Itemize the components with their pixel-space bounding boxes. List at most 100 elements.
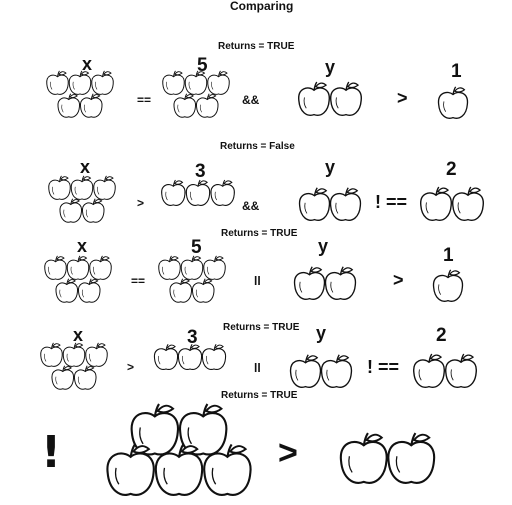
apple-icon: [207, 70, 230, 95]
row3-returns: Returns = TRUE: [221, 228, 298, 239]
row2-apples-3: [161, 179, 235, 206]
row3-op-or: ll: [254, 274, 261, 288]
row3-num-right: 1: [443, 245, 454, 266]
apple-icon: [57, 93, 80, 118]
apple-icon: [192, 278, 215, 303]
apple-icon: [62, 342, 86, 367]
row4-apples-3: [153, 343, 227, 370]
apple-icon: [339, 432, 388, 484]
apple-icon: [185, 179, 211, 206]
apple-icon: [74, 365, 97, 390]
row1-apples-x: [46, 70, 114, 118]
apple-icon: [201, 343, 227, 370]
row1-num-left: 5: [197, 55, 208, 76]
apple-icon: [298, 187, 331, 221]
row3-num-left: 5: [191, 237, 202, 258]
apple-icon: [40, 342, 63, 367]
apple-icon: [432, 269, 464, 302]
row3-apples-1: [432, 269, 464, 302]
apple-icon: [324, 266, 357, 300]
row2-var-y: y: [325, 157, 336, 177]
row1-apples-y: [298, 81, 362, 116]
apple-icon: [387, 432, 436, 484]
row4-num-left: 3: [187, 327, 198, 348]
page-title: Comparing: [230, 0, 294, 13]
row2-apples-x: [48, 175, 116, 223]
apple-icon: [289, 354, 322, 388]
apple-icon: [437, 86, 469, 119]
apple-icon: [85, 342, 108, 367]
apple-icon: [452, 186, 484, 221]
apple-icon: [196, 93, 219, 118]
apple-icon: [320, 354, 353, 388]
row1-var-y: y: [325, 57, 336, 77]
apple-icon: [184, 70, 208, 95]
apple-icon: [51, 365, 74, 390]
row2-apples-y: [298, 187, 362, 221]
row3-apples-5: [158, 255, 226, 303]
row1-num-right: 1: [451, 61, 462, 82]
apple-icon: [59, 198, 82, 223]
apple-icon: [293, 266, 326, 300]
apple-icon: [210, 179, 235, 206]
row1-returns: Returns = TRUE: [218, 41, 295, 52]
row2-op-not-equal: ! ==: [375, 192, 408, 212]
row4-op-gt: >: [127, 360, 135, 374]
apple-icon: [329, 187, 362, 221]
apple-icon: [420, 186, 452, 221]
row4-apples-2: [413, 353, 477, 388]
row1-var-x: x: [82, 54, 93, 74]
row3-var-y: y: [318, 236, 329, 256]
row4-op-not-equal: ! ==: [367, 357, 400, 377]
apple-icon: [177, 343, 203, 370]
apple-icon: [203, 255, 226, 280]
row2-apples-2: [420, 186, 484, 221]
apple-icon: [68, 70, 92, 95]
row3-op-equals: ==: [131, 274, 146, 288]
apple-icon: [179, 403, 228, 456]
row5-op-not: !: [41, 427, 62, 478]
apple-icon: [203, 443, 252, 496]
row4-var-x: x: [73, 325, 84, 345]
row4-apples-x: [40, 342, 108, 390]
row3-var-x: x: [77, 236, 88, 256]
row2-returns: Returns = False: [220, 141, 295, 152]
apple-icon: [413, 353, 445, 388]
apple-icon: [130, 403, 179, 456]
apple-icon: [445, 353, 477, 388]
row4-num-right: 2: [436, 325, 447, 346]
apple-icon: [48, 175, 71, 200]
row3-apples-x: [44, 255, 112, 303]
apple-icon: [93, 175, 116, 200]
row4-op-or: ll: [254, 361, 261, 375]
apple-icon: [80, 93, 103, 118]
apple-icon: [89, 255, 112, 280]
row2-num-right: 2: [446, 159, 457, 180]
row4-var-y: y: [316, 323, 327, 343]
apple-icon: [91, 70, 114, 95]
apple-icon: [44, 255, 67, 280]
apple-icon: [180, 255, 204, 280]
row5-apples-right: [339, 432, 436, 484]
apple-icon: [154, 443, 204, 496]
row4-apples-y: [289, 354, 353, 388]
apple-icon: [82, 198, 105, 223]
apple-icon: [162, 70, 185, 95]
row1-op-equals: ==: [137, 93, 152, 107]
apple-icon: [298, 81, 330, 116]
apple-icon: [330, 81, 362, 116]
row2-op-and: &&: [242, 199, 260, 213]
apple-icon: [70, 175, 94, 200]
row1-apples-1: [437, 86, 469, 119]
apple-icon: [161, 179, 186, 206]
row2-var-x: x: [80, 157, 91, 177]
row2-op-gt: >: [137, 196, 145, 210]
row1-op-and: &&: [242, 93, 260, 107]
apple-icon: [46, 70, 69, 95]
apple-icon: [66, 255, 90, 280]
apple-icon: [55, 278, 78, 303]
apple-icon: [169, 278, 192, 303]
apple-icon: [78, 278, 101, 303]
row1-op-gt: >: [397, 88, 408, 108]
row4-returns: Returns = TRUE: [223, 322, 300, 333]
